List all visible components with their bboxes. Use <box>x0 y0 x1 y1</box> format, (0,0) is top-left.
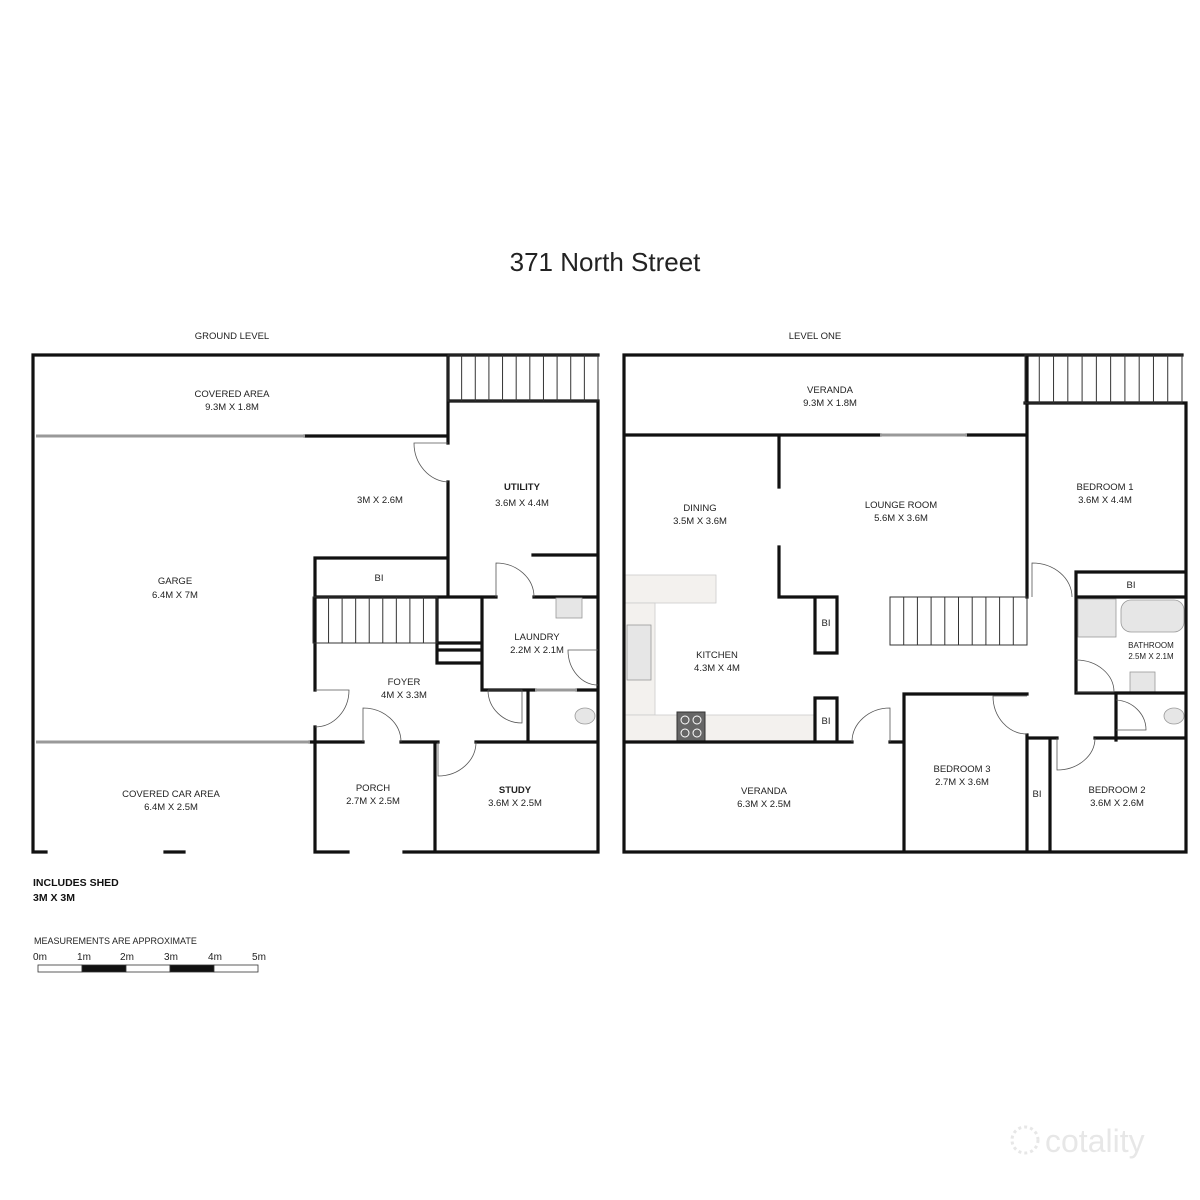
room-name: DINING <box>683 503 716 514</box>
room-name: STUDY <box>499 785 532 796</box>
room-size: 6.3M X 2.5M <box>737 799 791 810</box>
room-size: 6.4M X 7M <box>152 590 198 601</box>
room-name: KITCHEN <box>696 650 738 661</box>
laundry-tub-icon <box>555 597 583 619</box>
level-one-plan: LEVEL ONE VERANDA 9.3M X 1.8M DINING 3.5… <box>622 331 1188 854</box>
room-name: FOYER <box>388 677 421 688</box>
scale-label: 5m <box>252 952 266 963</box>
room-name: BI <box>375 573 384 584</box>
door[interactable] <box>437 741 477 777</box>
sink-icon <box>626 624 652 681</box>
door[interactable] <box>314 689 350 728</box>
scale-segment <box>81 964 127 973</box>
scale-label: 0m <box>33 952 47 963</box>
door[interactable] <box>567 649 599 686</box>
level-one-walls <box>622 353 1188 854</box>
staircase <box>447 354 599 402</box>
room-size: 4.3M X 4M <box>694 663 740 674</box>
room-size: 9.3M X 1.8M <box>205 402 259 413</box>
stair-outline <box>312 596 438 644</box>
scale-segment <box>125 964 171 973</box>
door[interactable] <box>495 562 535 598</box>
room-size: 5.6M X 3.6M <box>874 513 928 524</box>
staircase <box>903 597 1014 645</box>
kitchen-counter <box>623 574 717 604</box>
kitchen-counter <box>623 714 816 743</box>
door[interactable] <box>487 689 523 724</box>
ground-level-plan: GROUND LEVEL COVERED AREA 9.3M X 1.8M 3M… <box>31 331 600 854</box>
room-name: LAUNDRY <box>514 632 560 643</box>
stair-outline <box>889 596 1028 646</box>
door[interactable] <box>992 695 1028 735</box>
room-size: 9.3M X 1.8M <box>803 398 857 409</box>
room-size: 3.5M X 3.6M <box>673 516 727 527</box>
watermark-text: cotality <box>1045 1123 1145 1159</box>
scale-bar: 0m 1m 2m 3m 4m 5m <box>33 952 266 973</box>
shower-icon <box>1077 598 1117 638</box>
bathtub-icon <box>1120 599 1185 633</box>
page-title: 371 North Street <box>510 247 702 277</box>
level-one-heading: LEVEL ONE <box>789 331 841 342</box>
staircase <box>328 597 424 643</box>
room-size: 2.5M X 2.1M <box>1128 652 1174 661</box>
room-name: BEDROOM 2 <box>1088 785 1145 796</box>
room-name: BI <box>822 618 831 629</box>
stair-outline <box>1024 354 1183 404</box>
scale-segment <box>169 964 215 973</box>
room-name: BEDROOM 3 <box>933 764 990 775</box>
door[interactable] <box>413 442 449 483</box>
approximate-note: MEASUREMENTS ARE APPROXIMATE <box>34 936 197 946</box>
shed-size-note: 3M X 3M <box>33 892 75 904</box>
logo-icon <box>1010 1125 1040 1155</box>
room-name: LOUNGE ROOM <box>865 500 937 511</box>
door[interactable] <box>1056 737 1096 771</box>
scale-label: 3m <box>164 952 178 963</box>
room-name: BI <box>822 716 831 727</box>
watermark-logo: cotality <box>1010 1123 1145 1159</box>
vanity-basin-icon <box>1129 671 1156 693</box>
room-name: COVERED CAR AREA <box>122 789 220 800</box>
room-name: BI <box>1033 789 1042 800</box>
shed-note: INCLUDES SHED <box>33 877 119 889</box>
room-size: 3.6M X 4.4M <box>495 498 549 509</box>
room-size: 2.7M X 3.6M <box>935 777 989 788</box>
scale-label: 2m <box>120 952 134 963</box>
room-name: PORCH <box>356 783 390 794</box>
room-size: 3M X 2.6M <box>357 495 403 506</box>
door[interactable] <box>1031 562 1073 598</box>
scale-segment <box>213 964 259 973</box>
room-size: 2.7M X 2.5M <box>346 796 400 807</box>
scale-segment <box>37 964 83 973</box>
staircase <box>1024 354 1183 404</box>
toilet-icon <box>1163 707 1185 725</box>
room-size: 3.6M X 2.5M <box>488 798 542 809</box>
door[interactable] <box>1075 659 1115 693</box>
toilet-icon <box>574 707 596 725</box>
room-name: VERANDA <box>741 786 788 797</box>
ground-level-heading: GROUND LEVEL <box>195 331 269 342</box>
room-name: GARGE <box>158 576 192 587</box>
room-name: VERANDA <box>807 385 854 396</box>
room-name: UTILITY <box>504 482 541 493</box>
room-name: BATHROOM <box>1128 641 1174 650</box>
stair-outline <box>447 354 599 402</box>
room-size: 3.6M X 4.4M <box>1078 495 1132 506</box>
scale-label: 1m <box>77 952 91 963</box>
ground-level-walls <box>31 353 600 854</box>
room-size: 6.4M X 2.5M <box>144 802 198 813</box>
room-size: 3.6M X 2.6M <box>1090 798 1144 809</box>
door[interactable] <box>851 707 891 743</box>
room-name: COVERED AREA <box>195 389 271 400</box>
scale-label: 4m <box>208 952 222 963</box>
room-name: BI <box>1127 580 1136 591</box>
door[interactable] <box>1115 699 1147 731</box>
door[interactable] <box>362 707 402 743</box>
stove-icon <box>676 711 706 743</box>
room-name: BEDROOM 1 <box>1076 482 1133 493</box>
room-size: 4M X 3.3M <box>381 690 427 701</box>
room-size: 2.2M X 2.1M <box>510 645 564 656</box>
